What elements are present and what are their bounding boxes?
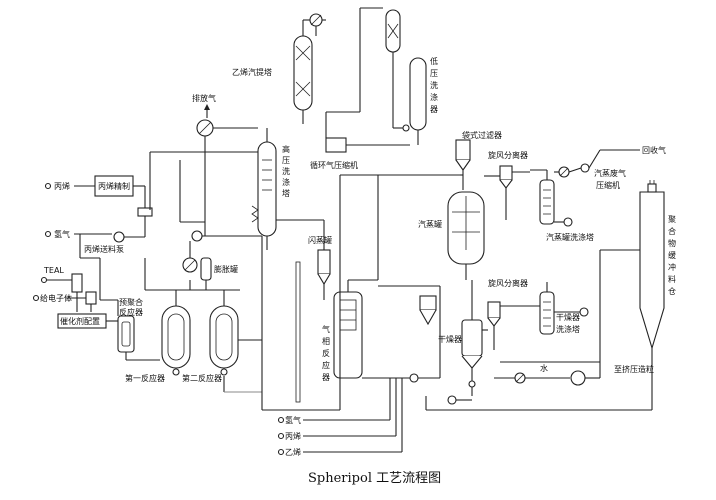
steam-compressor-label-1: 汽蒸废气: [594, 168, 626, 178]
dryer-scrubber-label-1: 干燥器: [556, 313, 580, 322]
gas-phase-reactor: 气 相 反 应 器: [322, 279, 378, 382]
expansion-tank-label: 膨胀罐: [214, 264, 238, 274]
feed-propylene-label: 丙烯: [285, 431, 301, 441]
svg-text:应: 应: [322, 360, 330, 370]
ethylene-stripper-label: 乙烯汽提塔: [232, 67, 272, 77]
svg-text:相: 相: [322, 336, 330, 346]
dryer-vessel: [461, 280, 483, 396]
water-line: 水: [494, 330, 601, 386]
svg-text:洗: 洗: [430, 80, 438, 90]
prepolymerizer-label-2: 反应器: [119, 307, 143, 317]
svg-text:涤: 涤: [282, 177, 290, 187]
vent-gas-label: 排放气: [192, 93, 216, 103]
electron-donor-label: 给电子体: [40, 293, 72, 303]
ethylene-stripper: 乙烯汽提塔: [232, 13, 326, 124]
flash-tank: 闪蒸罐: [276, 219, 332, 300]
silo-label-1: 聚: [668, 215, 676, 224]
hydrogen-in-label: 氢气: [54, 229, 70, 239]
cyclone2-label: 旋风分离器: [488, 278, 528, 288]
steaming-vessel-label: 汽蒸罐: [418, 219, 442, 229]
svg-text:洗: 洗: [282, 166, 290, 176]
bag-filter-label: 袋式过滤器: [462, 130, 502, 140]
dryer-scrubber: 干燥器 洗涤塔: [539, 282, 589, 335]
expansion-tank: [200, 257, 212, 281]
cyclone-2: 旋风分离器: [482, 278, 540, 350]
propylene-refining-unit: 丙烯精制: [94, 175, 153, 232]
propylene-pump-label: 丙烯送料泵: [84, 244, 124, 254]
first-reactor-label: 第一反应器: [125, 373, 165, 383]
center-cyclone: 干燥器: [419, 295, 462, 344]
teal-label: TEAL: [43, 266, 64, 275]
recycle-compressor: 循环气压缩机: [310, 7, 410, 170]
steaming-vessel: 汽蒸罐: [418, 191, 485, 280]
svg-text:压: 压: [282, 156, 290, 165]
water-label: 水: [540, 363, 548, 373]
svg-text:压: 压: [430, 69, 438, 78]
reactor-pump-icon: [191, 230, 203, 242]
cyclone1-label: 旋风分离器: [488, 150, 528, 160]
feed-h2-label: 氢气: [285, 415, 301, 425]
flash-line: [261, 236, 340, 411]
svg-text:器: 器: [322, 373, 330, 382]
svg-text:仓: 仓: [668, 286, 676, 296]
recovery-label: 回收气: [642, 145, 666, 155]
donor-vessel: [85, 291, 97, 305]
reactor-header-lines: [144, 258, 262, 393]
steam-compressor-label-2: 压缩机: [596, 180, 620, 190]
propylene-refining-label: 丙烯精制: [98, 181, 130, 191]
bottom-routing: [425, 368, 653, 411]
cyclone-1: 旋风分离器: [484, 150, 530, 220]
hp-scrubber-label-1: 高: [282, 144, 290, 154]
hp-scrubber: 高 压 洗 涤 塔: [251, 128, 290, 250]
flash-tank-label: 闪蒸罐: [308, 235, 332, 245]
teal-vessel: [71, 273, 83, 293]
lp-scrubber-label-1: 低: [430, 56, 438, 66]
svg-text:物: 物: [668, 238, 676, 248]
expansion-tank-group: 膨胀罐: [182, 230, 262, 290]
prepolymerizer-label-1: 预聚合: [119, 297, 143, 307]
steam-scrubber: 汽蒸罐洗涤塔: [530, 169, 594, 242]
propylene-feed: 丙烯: [44, 181, 95, 191]
propylene-feed-pump-icon: [113, 231, 125, 243]
propylene-in-label: 丙烯: [54, 181, 70, 191]
first-loop-reactor: 第一反应器: [125, 290, 191, 383]
dryer-scrubber-label-2: 洗涤塔: [556, 324, 580, 334]
bag-filter: 袋式过滤器: [455, 130, 502, 190]
catalyst-prep-unit: 催化剂配置: [57, 299, 118, 329]
diagram-caption: Spheripol 工艺流程图: [308, 471, 441, 486]
svg-text:器: 器: [430, 105, 438, 114]
vent-gas-line: 排放气: [149, 93, 258, 236]
second-loop-reactor: 第二反应器: [182, 290, 239, 383]
gas-phase-reactor-label-1: 气: [322, 324, 330, 334]
gas-header: [339, 174, 460, 410]
recovery-gas: 回收气: [600, 145, 666, 155]
lp-scrubber: 低 压 洗 涤 器: [392, 56, 438, 145]
svg-text:缓: 缓: [668, 250, 676, 260]
svg-text:塔: 塔: [282, 188, 290, 198]
catalyst-prep-label: 催化剂配置: [60, 316, 100, 326]
polymer-silo: 聚 合 物 缓 冲 料 仓 至挤压造粒: [599, 180, 676, 374]
teal-feed: TEAL 给电子体: [32, 266, 97, 312]
svg-text:合: 合: [668, 226, 676, 236]
dryer-blower-icon: [570, 370, 586, 386]
steam-compressor: 汽蒸废气 压缩机: [554, 149, 626, 190]
svg-text:料: 料: [668, 274, 676, 284]
svg-text:反: 反: [322, 348, 330, 358]
to-pelletizing-label: 至挤压造粒: [614, 364, 654, 374]
prepolymerizer: 预聚合 反应器: [117, 297, 160, 361]
recycle-compressor-label: 循环气压缩机: [310, 160, 358, 170]
svg-text:冲: 冲: [668, 262, 676, 272]
second-reactor-label: 第二反应器: [182, 373, 222, 383]
svg-text:涤: 涤: [430, 92, 438, 102]
bottom-feeds: 氢气 丙烯 乙烯: [277, 373, 419, 457]
steam-scrubber-label: 汽蒸罐洗涤塔: [546, 232, 594, 242]
rotary-valve-icon: [447, 395, 457, 405]
feed-ethylene-label: 乙烯: [285, 447, 301, 457]
gas-recycle-pump-icon: [409, 373, 419, 383]
dryer-label: 干燥器: [438, 335, 462, 344]
hydrogen-feed: 氢气 丙烯送料泵: [44, 229, 146, 300]
lp-scrubber-column: [385, 9, 401, 80]
